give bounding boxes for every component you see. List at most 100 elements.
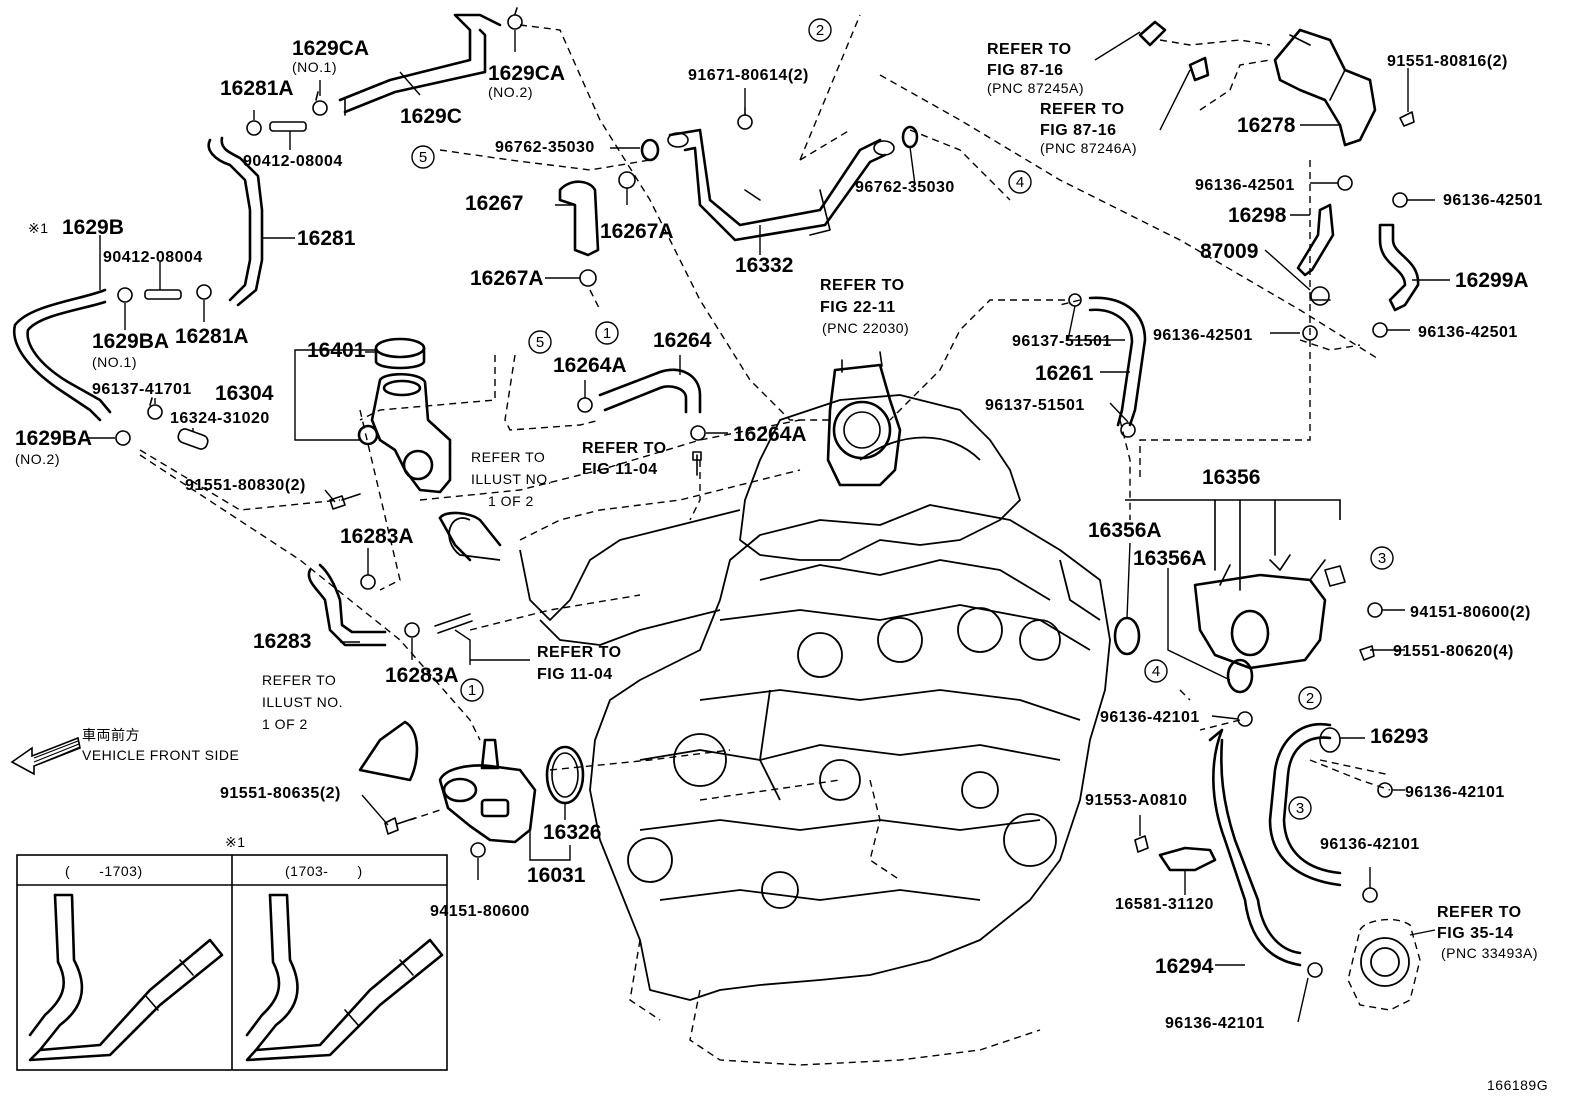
callout-5-mid: 5 [528,330,552,354]
hose-1629C [338,13,502,116]
hose-stub-illust [358,720,419,782]
inset-box: ※1 ( -1703) (1703- ) [16,834,448,1071]
inset-right-range: (1703- ) [285,863,363,879]
callout-3-right: 3 [1370,546,1394,570]
bolt-fig-11-04-lower [434,613,473,634]
refer-87-16b-line2: FIG 87-16 [1040,122,1117,139]
reference-dashed-lines [139,14,1391,821]
bracket-16356 [1125,499,1341,591]
callout-4-right: 4 [1144,659,1168,683]
clamp-16264A-bot [690,425,706,441]
label-1629CA-no1-sub: (NO.1) [292,59,337,75]
bolt-91551-80620 [1359,645,1375,661]
label-16304: 16304 [215,382,274,405]
pipe-90412-top [269,121,307,132]
refer-11-04-b-line1: REFER TO [537,644,622,661]
refer-illust-a-line2: ILLUST NO. [471,471,552,487]
refer-87-16a-line2: FIG 87-16 [987,62,1064,79]
refer-illust-a-line3: 1 OF 2 [488,493,534,509]
label-96136-42501-b: 96136-42501 [1443,192,1543,209]
refer-22-11-line3: (PNC 22030) [822,320,909,336]
hose-1629B [12,288,112,422]
label-1629BA-no2-sub: (NO.2) [15,451,60,467]
label-87009: 87009 [1200,240,1258,263]
refer-35-14-line3: (PNC 33493A) [1441,945,1538,961]
callout-1-mid: 1 [595,321,619,345]
label-16267A-right: 16267A [600,220,674,243]
clamp-16264A-top [577,397,593,413]
label-94151-80600: 94151-80600 [430,903,530,920]
label-96762-35030-right: 96762-35030 [855,179,955,196]
label-16267A-left: 16267A [470,267,544,290]
vehicle-front-arrow: 車両前方 VEHICLE FRONT SIDE [10,727,239,776]
bolt-91551-80830 [329,493,361,510]
refer-illust-a-line1: REFER TO [471,449,545,465]
gasket-16326 [545,745,585,805]
oring-96762-left [640,138,660,162]
svg-text:5: 5 [536,334,544,351]
label-16031: 16031 [527,864,586,887]
svg-text:2: 2 [816,22,824,39]
label-16356A-a: 16356A [1088,519,1162,542]
cap-16401 [374,337,426,370]
hose-stub-87245A [1138,20,1167,47]
refer-illust-b-line1: REFER TO [262,672,336,688]
label-1629BA-no1: 1629BA [92,330,169,353]
outlet-16356 [1193,554,1327,670]
label-91551-80635: 91551-80635(2) [220,785,341,802]
label-16356: 16356 [1202,466,1260,489]
refer-35-14-line2: FIG 35-14 [1437,925,1514,942]
label-1629CA-no2: 1629CA [488,62,565,85]
hose-16283 [307,563,387,647]
label-16264A-top: 16264A [553,354,627,377]
refer-22-11-line1: REFER TO [820,277,905,294]
label-16356A-b: 16356A [1133,547,1207,570]
refer-illust-b-line2: ILLUST NO. [262,694,343,710]
callout-3-low: 3 [1288,796,1312,820]
label-90412-08004-left: 90412-08004 [103,249,203,266]
housing-16304 [357,372,452,494]
label-16283A-top: 16283A [340,525,414,548]
clamp-96136-42101-a [1237,711,1253,727]
part-labels: 1629CA (NO.1) 1629CA (NO.2) 16281A 90412… [15,37,1543,1032]
clamp-96136-42501-d [1372,322,1388,338]
vehicle-front-en: VEHICLE FRONT SIDE [82,747,239,763]
inset-hose-late [245,893,444,1062]
label-16267: 16267 [465,192,523,215]
inset-marker: ※1 [225,834,246,850]
svg-text:1: 1 [468,682,476,699]
label-91551-80816: 91551-80816(2) [1387,53,1508,70]
label-91553-A0810: 91553-A0810 [1085,792,1187,809]
clamp-96136-42501-c [1302,325,1318,341]
clamp-16281A-bot [196,284,212,300]
bolt-91551-80635 [384,817,416,835]
svg-text:4: 4 [1152,663,1160,680]
label-1629B: 1629B [62,216,124,239]
refer-87-16b-line3: (PNC 87246A) [1040,140,1137,156]
clamp-16283A-top [360,574,376,590]
svg-text:4: 4 [1016,174,1024,191]
svg-text:3: 3 [1378,550,1386,567]
refer-11-04-a-line1: REFER TO [582,440,667,457]
label-1629BA-no1-sub: (NO.1) [92,354,137,370]
svg-text:3: 3 [1296,800,1304,817]
sensor-plug [1324,565,1346,587]
label-16324-31020: 16324-31020 [170,410,270,427]
label-96137-51501-b: 96137-51501 [985,397,1085,414]
callout-5-top: 5 [411,145,435,169]
clamp-1629CA-no1 [312,91,328,116]
label-1629C: 1629C [400,105,462,128]
label-16283: 16283 [253,630,311,653]
clamp-96136-42101-d [1307,962,1323,978]
label-1629BA-no2: 1629BA [15,427,92,450]
label-16401: 16401 [307,339,366,362]
refer-11-04-a-line2: FIG 11-04 [582,461,658,478]
leader-lines [88,30,1450,1023]
oil-cooler-ref [1347,918,1421,1011]
bracket-16581 [1158,846,1217,872]
pipe-16278 [1273,28,1377,147]
label-16326: 16326 [543,821,601,844]
clamp-96136-42501-a [1337,175,1353,191]
